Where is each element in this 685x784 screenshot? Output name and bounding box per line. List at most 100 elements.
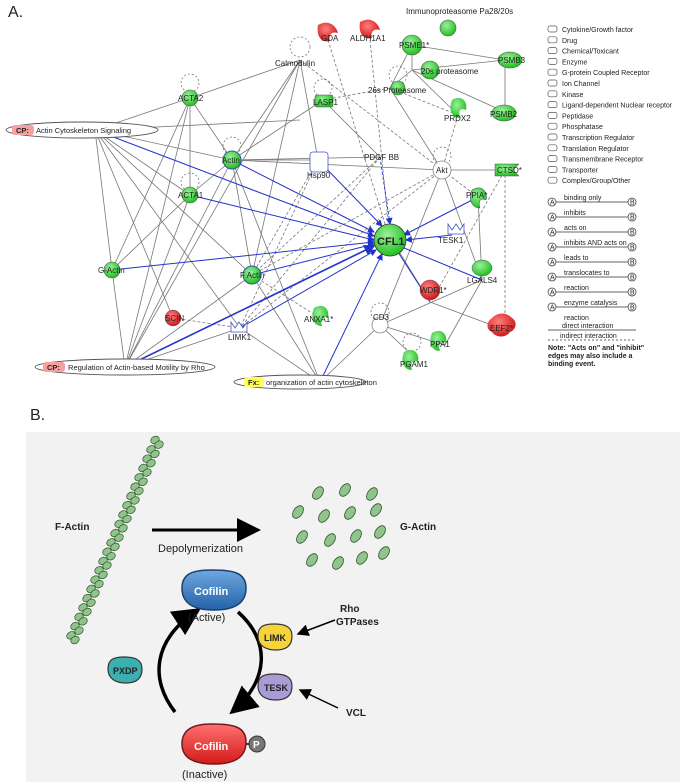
legend-shape-icon — [547, 36, 558, 44]
legend-indirect-label: indirect interaction — [560, 333, 617, 340]
node-psme1: PSME1* — [399, 34, 429, 56]
node-cfl1: CFL1 — [373, 223, 407, 257]
limk-label: LIMK — [264, 633, 286, 643]
tesk-label: TESK — [264, 683, 289, 693]
cp2-tag: CP: — [47, 363, 60, 372]
cp-actin-cytoskeleton: CP: Actin Cytoskeleton Signaling — [5, 121, 159, 139]
legend-node-b-letter: B — [630, 200, 635, 207]
cofilin-inactive: Cofilin P (Inactive) — [181, 723, 266, 781]
legend-shape-label: Phosphatase — [562, 124, 603, 131]
legend-shape-icon — [547, 144, 558, 152]
legend-shape-icon — [547, 90, 558, 98]
panel-a-label: A. — [8, 4, 23, 21]
svg-text:GDA: GDA — [321, 34, 339, 43]
node-ppa1: PPA1 — [430, 330, 450, 351]
svg-text:PGAM1: PGAM1 — [400, 360, 429, 369]
legend-node-b-letter: B — [630, 230, 635, 237]
svg-text:PDGF BB: PDGF BB — [364, 153, 399, 162]
legend-relation-label: translocates to — [564, 270, 610, 277]
g-actin-monomers — [292, 483, 390, 570]
legend-shape-icon — [547, 101, 558, 108]
legend-node-b — [627, 242, 637, 252]
svg-text:PSMB3: PSMB3 — [498, 56, 526, 65]
svg-text:PPIA*: PPIA* — [466, 191, 487, 200]
legend-shape-label: Chemical/Toxicant — [562, 49, 619, 56]
node-acta1: ACTA1 — [178, 186, 204, 204]
node-psmb2: PSMB2 — [490, 104, 518, 122]
rho-arrow — [296, 619, 336, 636]
legend-node-b — [627, 287, 637, 297]
svg-text:CFL1: CFL1 — [377, 236, 405, 248]
cp-regulation-rho: CP: Regulation of Actin-based Motility b… — [34, 358, 216, 376]
legend-relation-label: inhibits AND acts on — [564, 240, 627, 247]
node-20s-proteasome: 20s proteasome — [420, 60, 479, 80]
depolymerization-label: Depolymerization — [158, 543, 243, 555]
g-actin-monomer — [378, 546, 390, 560]
svg-text:Akt: Akt — [436, 166, 448, 175]
svg-text:CD3: CD3 — [373, 313, 390, 322]
legend-shape-label: Transmembrane Receptor — [562, 157, 644, 164]
g-actin-monomer — [370, 503, 382, 517]
network-edges-dashed — [172, 39, 506, 330]
node-wdr1: WDR1* — [419, 279, 447, 301]
node-hsp90: Hsp90 — [307, 151, 331, 180]
svg-text:ACTA2: ACTA2 — [178, 94, 204, 103]
actin-subunit — [70, 635, 80, 645]
svg-text:LGALS4: LGALS4 — [467, 276, 498, 285]
svg-text:PSMB2: PSMB2 — [490, 110, 518, 119]
legend-relation-label: enzyme catalysis — [564, 300, 618, 307]
pxdp-label: PXDP — [113, 666, 138, 676]
node-scin: SCIN — [164, 309, 184, 327]
svg-text:SCIN: SCIN — [165, 314, 184, 323]
legend-shape-icon — [547, 155, 558, 162]
svg-text:Actin: Actin — [222, 156, 240, 165]
legend-node-a-letter: A — [550, 305, 555, 312]
svg-text:ANXA1*: ANXA1* — [304, 315, 333, 324]
g-actin-monomer — [344, 506, 356, 520]
node-psmb3: PSMB3 — [497, 51, 526, 69]
svg-text:TESK1: TESK1 — [438, 236, 464, 245]
svg-text:EEF2*: EEF2* — [490, 324, 513, 333]
svg-text:PPA1: PPA1 — [430, 340, 450, 349]
svg-text:ALDH1A1: ALDH1A1 — [350, 34, 386, 43]
legend-shape-icon — [547, 79, 558, 87]
legend-relation-label: leads to — [564, 255, 589, 262]
legend-node-a-letter: A — [550, 215, 555, 222]
legend-node-b — [627, 272, 637, 282]
pxdp-node: PXDP — [107, 656, 143, 684]
tesk-node: TESK — [257, 673, 293, 701]
fx-organization: Fx: organization of actin cytoskeleton — [233, 374, 377, 390]
cofilin-inactive-label: Cofilin — [194, 741, 228, 753]
node-ppia: PPIA* — [466, 187, 487, 209]
node-26s-proteasome: 26s Proteasome — [368, 80, 427, 96]
legend-shape-label: Enzyme — [562, 59, 587, 66]
g-actin-monomer — [296, 530, 308, 544]
legend-node-b-letter: B — [630, 305, 635, 312]
legend-note: Note: "Acts on" and "inhibit"edges may a… — [548, 345, 644, 368]
node-prdx2: PRDX2 — [444, 97, 471, 123]
cp2-label: Regulation of Actin-based Motility by Rh… — [68, 363, 205, 372]
cp1-tag: CP: — [16, 126, 29, 135]
svg-text:LIMK1: LIMK1 — [228, 333, 252, 342]
legend-relation-label: binding only — [564, 195, 602, 202]
legend-shape-label: Translation Regulator — [562, 146, 629, 153]
inactive-state-label: (Inactive) — [182, 769, 227, 781]
legend-node-b — [627, 227, 637, 237]
svg-text:CTSD*: CTSD* — [497, 166, 522, 175]
node-pgam1: PGAM1 — [400, 349, 429, 370]
svg-text:Calmodulin: Calmodulin — [275, 59, 315, 68]
legend-shape-label: Drug — [562, 38, 577, 45]
g-actin-monomer — [324, 533, 336, 547]
node-actin: Actin — [222, 150, 242, 170]
legend-shape-icon — [547, 58, 558, 65]
node-lasp1: LASP1 — [313, 94, 338, 108]
legend: Cytokine/Growth factorDrugChemical/Toxic… — [547, 25, 673, 368]
legend-node-a-letter: A — [550, 260, 555, 267]
legend-shape-icon — [547, 68, 558, 76]
svg-text:PSME1*: PSME1* — [399, 41, 429, 50]
legend-shape-label: Transporter — [562, 167, 599, 174]
legend-node-b-letter: B — [630, 245, 635, 252]
svg-text:F Actin: F Actin — [240, 271, 264, 280]
node-f-actin: F Actin — [240, 265, 264, 285]
